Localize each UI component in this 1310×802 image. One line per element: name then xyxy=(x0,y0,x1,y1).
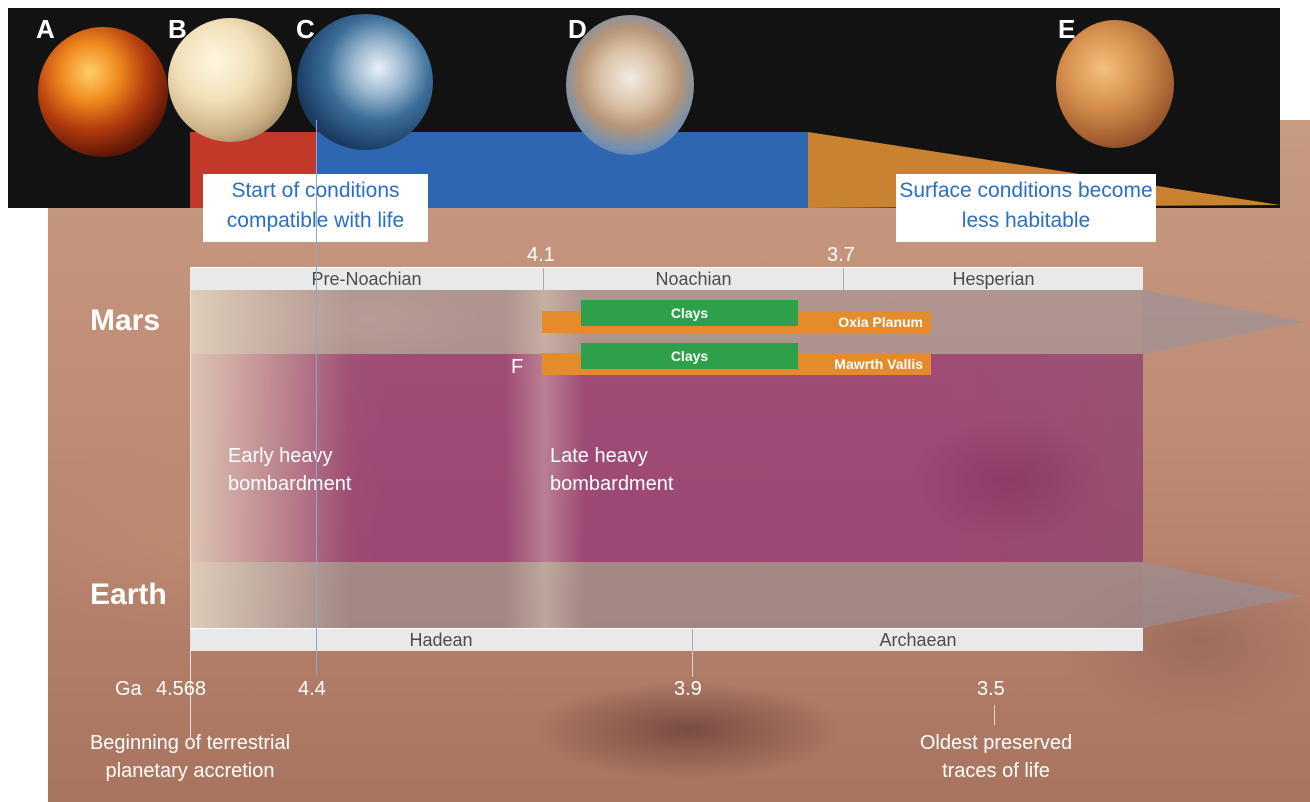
early-bombardment-label: Early heavy bombardment xyxy=(228,445,352,495)
period-noachian: Noachian xyxy=(543,268,843,290)
period-archaean: Archaean xyxy=(692,629,1143,651)
period-hadean: Hadean xyxy=(409,630,473,650)
tick-3-9 xyxy=(692,651,693,677)
tick-4-568 xyxy=(190,290,191,738)
timeline-4-4: 4.4 xyxy=(298,678,326,700)
tick-4-4 xyxy=(316,120,317,675)
clays-bar-oxia: Clays xyxy=(581,300,798,326)
row-label-mars: Mars xyxy=(90,304,161,337)
marker-f: F xyxy=(511,356,524,378)
clays-bar-mawrth: Clays xyxy=(581,343,798,369)
late-bombardment-label: Late heavy bombardment xyxy=(550,445,674,495)
earth-arrow xyxy=(1143,562,1304,628)
timeline-3-5: 3.5 xyxy=(977,678,1005,700)
cloudy-planet-icon xyxy=(168,18,292,142)
callout-less-habitable: Surface conditions become less habitable xyxy=(896,174,1156,242)
planet-letter-c: C xyxy=(296,14,315,44)
molten-planet-icon xyxy=(38,27,168,157)
callout-start-of-conditions: Start of conditions compatible with life xyxy=(203,174,428,242)
timeline-4-568: 4.568 xyxy=(156,678,207,700)
period-hesperian: Hesperian xyxy=(843,268,1143,290)
planet-letter-e: E xyxy=(1058,14,1076,44)
accretion-label: Beginning of terrestrial planetary accre… xyxy=(89,732,291,782)
mars-boundary-4-1: 4.1 xyxy=(527,244,555,266)
accretion-fade xyxy=(190,290,350,628)
tick-3-5 xyxy=(994,705,995,725)
timeline-unit: Ga xyxy=(115,678,142,700)
late-bombardment-highlight xyxy=(505,290,585,628)
wet-mars-icon xyxy=(566,15,694,155)
earth-period-bar: Hadean Archaean xyxy=(190,628,1143,651)
mars-boundary-3-7: 3.7 xyxy=(827,244,855,266)
mars-arrow xyxy=(1143,290,1304,354)
planet-letter-d: D xyxy=(568,14,587,44)
period-pre-noachian: Pre-Noachian xyxy=(311,269,422,289)
planet-letter-b: B xyxy=(168,14,187,44)
planet-letter-a: A xyxy=(36,14,55,44)
mars-period-bar: Pre-Noachian Noachian Hesperian xyxy=(190,267,1143,290)
timeline-3-9: 3.9 xyxy=(674,678,702,700)
oldest-life-label: Oldest preserved traces of life xyxy=(919,732,1073,782)
row-label-earth: Earth xyxy=(90,578,167,611)
dry-mars-icon xyxy=(1056,20,1174,148)
water-world-icon xyxy=(297,14,433,150)
